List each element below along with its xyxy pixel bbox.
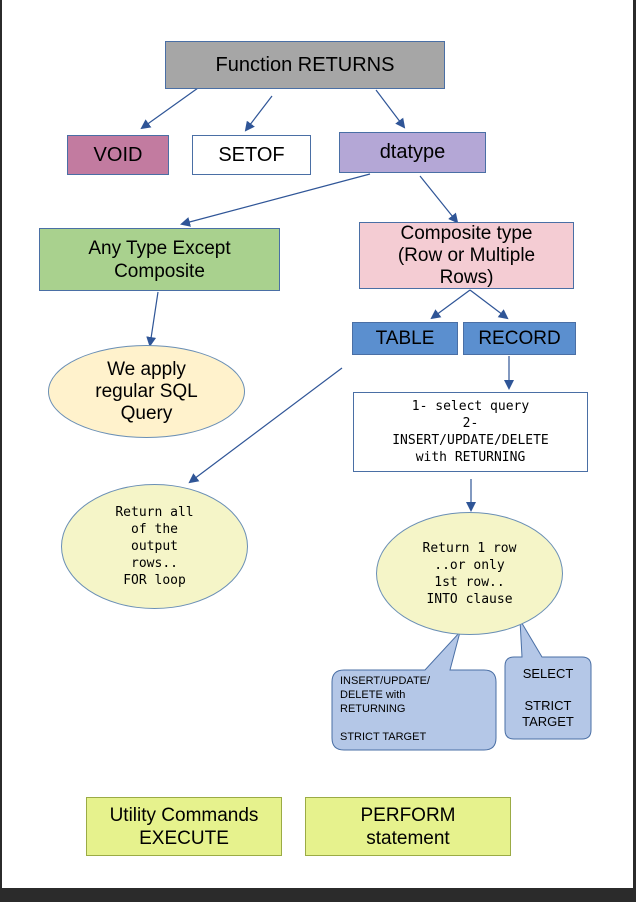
record-box: RECORD <box>463 322 576 355</box>
return-one-label: Return 1 row ..or only 1st row.. INTO cl… <box>422 540 517 607</box>
setof-box: SETOF <box>192 135 311 175</box>
regular-sql-oval: We apply regular SQL Query <box>48 345 245 438</box>
callout-insert-text: INSERT/UPDATE/ DELETE with RETURNING STR… <box>340 672 490 748</box>
any-type-box: Any Type Except Composite <box>39 228 280 291</box>
return-all-oval: Return all of the output rows.. FOR loop <box>61 484 248 609</box>
composite-type-label: Composite type (Row or Multiple Rows) <box>397 222 536 288</box>
callout-select-text: SELECT STRICT TARGET <box>505 659 591 737</box>
table-label: TABLE <box>375 327 435 349</box>
dtatype-label: dtatype <box>379 141 446 163</box>
callout-select-bubble <box>504 619 592 740</box>
record-label: RECORD <box>478 327 561 349</box>
dtatype-box: dtatype <box>339 132 486 173</box>
bottom-bar <box>0 888 636 902</box>
perform-label: PERFORM statement <box>360 804 456 849</box>
select-query-box: 1- select query 2- INSERT/UPDATE/DELETE … <box>353 392 588 472</box>
utility-commands-label: Utility Commands EXECUTE <box>109 804 259 849</box>
utility-commands-box: Utility Commands EXECUTE <box>86 797 282 856</box>
regular-sql-label: We apply regular SQL Query <box>95 358 198 424</box>
select-query-label: 1- select query 2- INSERT/UPDATE/DELETE … <box>392 399 549 465</box>
return-all-label: Return all of the output rows.. FOR loop <box>115 505 194 588</box>
callout-insert-bubble <box>331 631 497 751</box>
function-returns-box: Function RETURNS <box>165 41 445 89</box>
return-one-oval: Return 1 row ..or only 1st row.. INTO cl… <box>376 512 563 635</box>
composite-type-box: Composite type (Row or Multiple Rows) <box>359 222 574 289</box>
callout-insert-label: INSERT/UPDATE/ DELETE with RETURNING STR… <box>340 675 431 743</box>
void-label: VOID <box>93 143 143 166</box>
any-type-label: Any Type Except Composite <box>88 237 231 282</box>
setof-label: SETOF <box>218 143 285 166</box>
perform-box: PERFORM statement <box>305 797 511 856</box>
callout-select-label: SELECT STRICT TARGET <box>522 666 574 729</box>
table-box: TABLE <box>352 322 458 355</box>
void-box: VOID <box>67 135 169 175</box>
function-returns-label: Function RETURNS <box>215 53 395 76</box>
